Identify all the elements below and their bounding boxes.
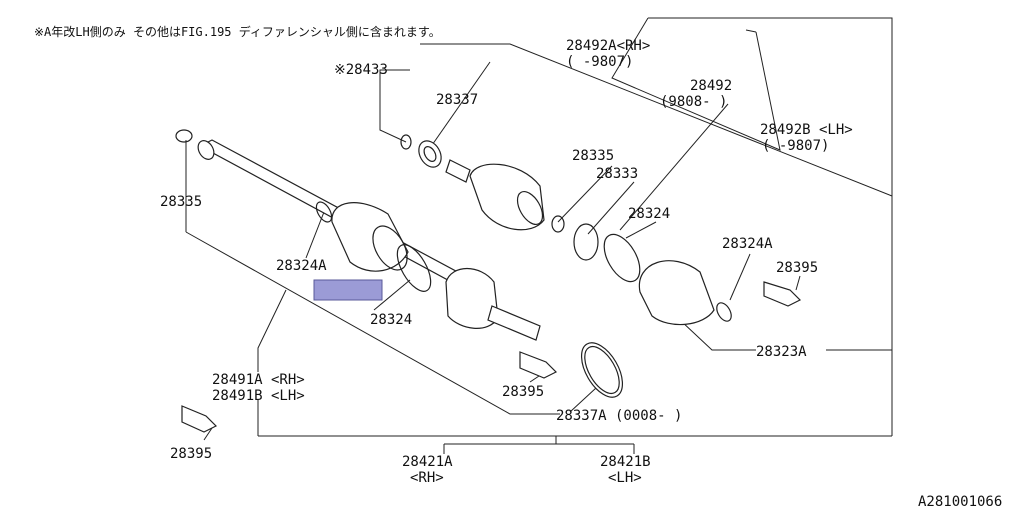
- label-28492B-range: ( -9807): [762, 138, 829, 154]
- clip-28433: [400, 134, 412, 150]
- inner-joint-shaft: [445, 159, 471, 183]
- label-28492A-range: ( -9807): [566, 54, 633, 70]
- part-labels: ※28433 28337 28492A<RH> ( -9807) 28492 (…: [160, 38, 853, 486]
- seal-28337: [418, 140, 442, 168]
- boot-band-small-left: [315, 201, 333, 223]
- inner-cv-housing: [469, 163, 545, 231]
- label-28324-right: 28324: [628, 206, 670, 222]
- label-28492B: 28492B <LH>: [760, 122, 853, 138]
- boot-28323A: [638, 260, 715, 326]
- label-28395-mid: 28395: [502, 384, 544, 400]
- label-28492A: 28492A<RH>: [566, 38, 650, 54]
- damper-28395-bottom: [181, 405, 218, 433]
- label-28337A: 28337A (0008- ): [556, 408, 682, 424]
- label-28492-range: (9808- ): [660, 94, 727, 110]
- label-28421B: 28421B: [600, 454, 651, 470]
- label-28491B: 28491B <LH>: [212, 388, 305, 404]
- label-28324A-left: 28324A: [276, 258, 327, 274]
- outer-joint-stub: [487, 305, 541, 341]
- highlight-box: [313, 279, 383, 301]
- label-28421A: 28421A: [402, 454, 453, 470]
- band-28324A: [716, 302, 732, 322]
- label-28491A: 28491A <RH>: [212, 372, 305, 388]
- label-28395-bottom: 28395: [170, 446, 212, 462]
- label-28335-left: 28335: [160, 194, 202, 210]
- snap-ring-left: [175, 129, 193, 143]
- band-28324: [603, 233, 641, 283]
- damper-28395-mid: [519, 351, 558, 379]
- label-28333: 28333: [596, 166, 638, 182]
- ring-28333: [573, 223, 599, 261]
- label-28395-right: 28395: [776, 260, 818, 276]
- boot-inner-left: [331, 202, 409, 272]
- label-28492: 28492: [690, 78, 732, 94]
- label-28421A-side: <RH>: [410, 470, 444, 486]
- header-note: ※A年改LH側のみ その他はFIG.195 ディファレンシャル側に含まれます。: [34, 24, 441, 39]
- boot-band-large-left: [396, 244, 432, 292]
- label-28324-left: 28324: [370, 312, 412, 328]
- label-28433: ※28433: [334, 62, 388, 78]
- damper-28395-right: [763, 281, 802, 307]
- label-28421B-side: <LH>: [608, 470, 642, 486]
- label-28337-top: 28337: [436, 92, 478, 108]
- label-28335-mid: 28335: [572, 148, 614, 164]
- shaft-spline-end: [197, 140, 215, 160]
- boot-ring: [372, 225, 408, 271]
- label-28323A: 28323A: [756, 344, 807, 360]
- ring-28337A: [580, 342, 624, 398]
- label-28324A-right: 28324A: [722, 236, 773, 252]
- drive-shaft-assembly: [175, 129, 802, 433]
- figure-code: A281001066: [918, 494, 1002, 510]
- circlip-28335: [551, 215, 565, 233]
